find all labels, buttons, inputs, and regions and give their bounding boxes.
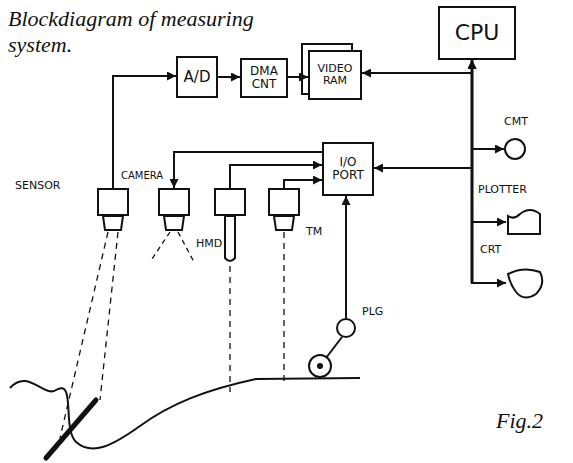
view-ray [150, 232, 170, 262]
device-label: TM [306, 226, 322, 238]
controller-box: DMA CNT [240, 58, 288, 98]
converter-box: A/D [176, 56, 218, 98]
camera-body: CAMERA [158, 188, 190, 216]
cpu-box: CPU [438, 6, 516, 60]
camera-lens [103, 216, 123, 230]
signal-connector [362, 60, 472, 73]
signal-connector [374, 60, 472, 168]
crt-symbol: CRT [506, 266, 544, 300]
shape-outline-path [508, 210, 540, 234]
hmd-tube [225, 216, 235, 261]
pulse-generator: PLG [336, 318, 356, 338]
signal-connector [472, 60, 504, 149]
camera-lens [164, 216, 184, 230]
device-label: PLOTTER [478, 184, 527, 196]
device-label: CMT [504, 116, 528, 128]
box-label: A/D [184, 69, 211, 86]
device-label: HMD [196, 238, 222, 250]
port-box: I/O PORT [322, 142, 374, 196]
signal-connector [472, 60, 506, 283]
wheel-hub [317, 363, 323, 369]
shape-outline-path [508, 269, 542, 297]
shape-outline [506, 208, 542, 236]
device-label: CRT [480, 244, 501, 256]
tape-unit: CMT [504, 138, 526, 160]
signal-connector [218, 76, 240, 78]
signal-connector [174, 152, 322, 188]
signal-connector [230, 165, 322, 188]
view-ray [100, 232, 118, 400]
view-ray [178, 232, 194, 262]
measuring-wheel [309, 355, 331, 377]
camera-body: SENSOR [97, 188, 129, 216]
view-ray [229, 266, 230, 392]
device-label: SENSOR [15, 180, 60, 192]
shape-outline [506, 266, 544, 300]
signal-connector [284, 180, 322, 188]
signal-connector [472, 60, 506, 222]
box-label: VIDEO RAM [313, 63, 357, 87]
box-label: DMA CNT [245, 65, 283, 91]
memory-box: VIDEO RAM [308, 50, 362, 100]
signal-connector [345, 196, 347, 318]
diagram-title: Blockdiagram of measuring system. [8, 6, 278, 59]
light-section-line [46, 400, 96, 458]
device-label: CAMERA [121, 170, 163, 181]
plg-arm [326, 337, 342, 358]
camera-body: HMD [214, 188, 246, 216]
plotter-symbol: PLOTTER [506, 208, 542, 236]
box-label: CPU [455, 21, 500, 45]
signal-connector [113, 76, 176, 188]
device-label: PLG [362, 306, 383, 318]
view-ray [283, 232, 284, 382]
camera-body: TM [268, 188, 300, 216]
signal-connector [288, 76, 308, 78]
figure-caption: Fig.2 [496, 408, 543, 434]
view-ray [60, 232, 108, 438]
camera-lens [274, 216, 294, 230]
box-label: I/O PORT [327, 156, 369, 182]
